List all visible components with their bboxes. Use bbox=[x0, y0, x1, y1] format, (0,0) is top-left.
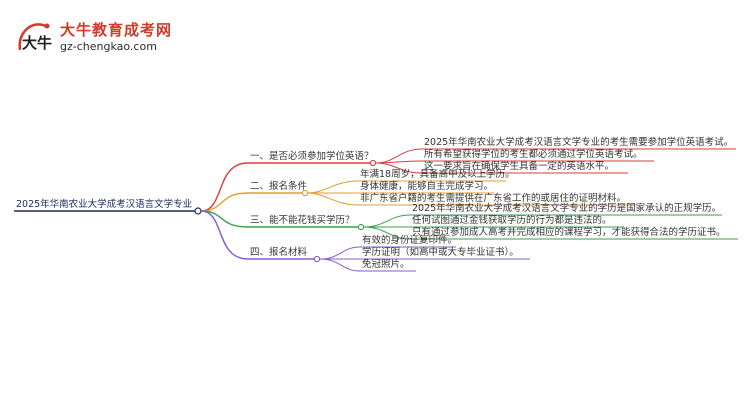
leaf-4-1-connector bbox=[319, 246, 361, 260]
leaf-4-1[interactable]: 有效的身份证复印件。 bbox=[362, 235, 458, 246]
leaf-4-2[interactable]: 学历证明（如高中或大专毕业证书）。 bbox=[362, 247, 519, 258]
leaf-1-3-connector bbox=[375, 162, 423, 174]
root-topic[interactable]: 2025年华南农业大学成考汉语言文学专业 bbox=[16, 199, 193, 210]
root-node-dot bbox=[194, 207, 202, 215]
leaf-3-3-connector bbox=[363, 226, 411, 240]
branch-4-label[interactable]: 四、报名材料 bbox=[250, 247, 308, 258]
leaf-2-1-connector bbox=[307, 180, 359, 194]
leaf-3-2[interactable]: 任何试图通过金钱获取学历的行为都是违法的。 bbox=[412, 215, 612, 226]
branch-2-connector bbox=[200, 192, 249, 212]
logo-mark-text: 大牛 bbox=[22, 34, 52, 52]
leaf-1-2[interactable]: 所有希望获得学位的考生都必须通过学位英语考试。 bbox=[424, 149, 643, 160]
leaf-2-3-connector bbox=[307, 192, 359, 206]
leaf-3-1-connector bbox=[363, 214, 411, 228]
branch-4-dot bbox=[313, 255, 321, 263]
branch-4-connector bbox=[200, 210, 249, 260]
leaf-4-3-connector bbox=[319, 258, 361, 272]
leaf-2-2[interactable]: 身体健康，能够自主完成学习。 bbox=[360, 181, 494, 192]
logo-url: gz-chengkao.com bbox=[60, 40, 157, 53]
leaf-2-1[interactable]: 年满18周岁，具备高中及以上学历。 bbox=[360, 169, 515, 180]
branch-2-dot bbox=[301, 189, 309, 197]
leaf-2-3[interactable]: 非广东省户籍的考生需提供在广东省工作的或居住的证明材料。 bbox=[360, 193, 627, 204]
branch-1-label[interactable]: 一、是否必须参加学位英语？ bbox=[250, 151, 374, 162]
branch-3-dot bbox=[357, 223, 365, 231]
leaf-3-3[interactable]: 只有通过参加成人高考并完成相应的课程学习，才能获得合法的学历证书。 bbox=[412, 227, 726, 238]
logo-title: 大牛教育成考网 bbox=[60, 21, 173, 39]
branch-3-label[interactable]: 三、能不能花钱买学历？ bbox=[250, 215, 355, 226]
branch-1-connector bbox=[200, 162, 249, 212]
leaf-1-1[interactable]: 2025年华南农业大学成考汉语言文学专业的考生需要参加学位英语考试。 bbox=[424, 137, 734, 148]
branch-1-dot bbox=[369, 159, 377, 167]
logo-mark-icon: 大牛 bbox=[18, 23, 52, 52]
leaf-1-3[interactable]: 这一要求旨在确保学生具备一定的英语水平。 bbox=[424, 161, 615, 172]
site-logo[interactable]: 大牛 大牛教育成考网 gz-chengkao.com bbox=[16, 18, 186, 58]
leaf-4-3[interactable]: 免冠照片。 bbox=[362, 259, 410, 270]
branch-2-label[interactable]: 二、报名条件 bbox=[250, 181, 308, 192]
leaf-3-1[interactable]: 2025年华南农业大学成考汉语言文学专业的学历是国家承认的正规学历。 bbox=[412, 203, 722, 214]
